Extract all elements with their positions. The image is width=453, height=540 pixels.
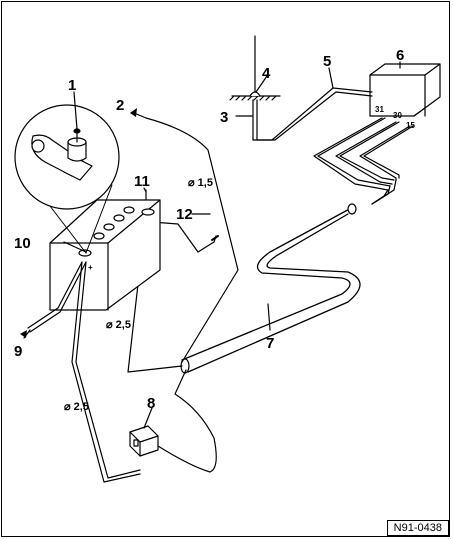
diameter-label-wire-11: ⌀ 2,5: [106, 319, 131, 331]
battery: [49, 199, 161, 311]
callout-7: 7: [266, 335, 274, 352]
wire-2: [145, 117, 239, 363]
wire-fuse: [157, 369, 217, 473]
control-unit-leads: [313, 117, 414, 205]
terminal-30-label: 30: [393, 111, 402, 120]
antenna-ground: [229, 35, 373, 141]
wire-12: [151, 221, 217, 253]
wire-9: [27, 261, 83, 329]
document-id: N91-0438: [386, 520, 449, 536]
callout-12: 12: [176, 206, 193, 223]
detail-view: [14, 104, 120, 210]
wire-positive: [71, 261, 141, 483]
callout-3: 3: [220, 109, 228, 126]
callout-6: 6: [396, 47, 404, 64]
diameter-label-positive-wire: ⌀ 2,5: [64, 401, 89, 413]
control-unit: [369, 63, 441, 117]
callout-1: 1: [68, 77, 76, 94]
diameter-label-wire-2: ⌀ 1,5: [188, 177, 213, 189]
wiring-harness: [180, 203, 361, 374]
battery-positive-label: +: [88, 263, 93, 272]
callout-9: 9: [14, 343, 22, 360]
callout-5: 5: [323, 53, 331, 70]
terminal-31-label: 31: [375, 105, 384, 114]
callout-2: 2: [116, 97, 124, 114]
callout-10: 10: [14, 235, 31, 252]
terminal-15-label: 15: [406, 121, 415, 130]
callout-4: 4: [262, 65, 271, 82]
callout-11: 11: [134, 173, 150, 190]
fuse-holder: [129, 425, 159, 457]
callout-8: 8: [147, 395, 155, 412]
